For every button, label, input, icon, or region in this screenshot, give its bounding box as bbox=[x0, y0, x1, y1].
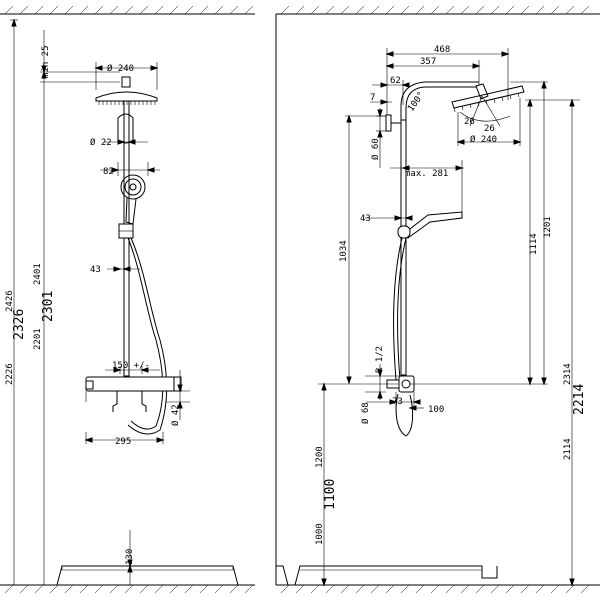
dim-mixer-width: 295 bbox=[115, 437, 131, 447]
left-floor bbox=[0, 565, 255, 594]
dim-2401: 2401 bbox=[33, 263, 43, 285]
dim-2214: 2214 bbox=[572, 384, 587, 415]
dim-1201: 1201 bbox=[543, 216, 553, 238]
dim-arm-total: 468 bbox=[434, 45, 450, 55]
dim-1200: 1200 bbox=[315, 446, 325, 468]
dim-1100: 1100 bbox=[323, 479, 338, 510]
dim-1034: 1034 bbox=[339, 240, 349, 262]
right-hand-shower bbox=[393, 211, 463, 437]
dim-2326: 2326 bbox=[12, 309, 27, 340]
dim-100: 100 bbox=[428, 405, 444, 415]
right-right-vdims bbox=[410, 80, 580, 587]
dim-thread: R 1/2 bbox=[375, 346, 385, 373]
dim-angle26b: 26 bbox=[484, 124, 495, 134]
right-floor bbox=[276, 565, 600, 594]
dim-arm-inner: 357 bbox=[420, 57, 436, 67]
dim-valve-dia: Ø 42 bbox=[170, 404, 181, 426]
dim-2114: 2114 bbox=[563, 438, 573, 460]
left-shower-head bbox=[94, 62, 159, 105]
left-hose bbox=[127, 237, 168, 435]
dim-bar-dist-right: 43 bbox=[360, 214, 371, 224]
dim-min25: min 25 bbox=[41, 45, 51, 78]
dim-head-dia: Ø 240 bbox=[107, 63, 134, 74]
dim-pipe-dia: Ø 22 bbox=[90, 137, 112, 148]
dim-valve-dia-right: Ø 68 bbox=[360, 402, 371, 424]
dim-head-dia-right: Ø 240 bbox=[470, 134, 497, 145]
left-ceiling bbox=[0, 5, 255, 15]
dim-offset62: 62 bbox=[390, 76, 401, 86]
left-view: min 25 2426 2326 2226 2401 2301 2201 Ø 2… bbox=[0, 5, 255, 594]
right-floor-vdims bbox=[318, 382, 398, 587]
right-left-vdims bbox=[345, 108, 464, 385]
right-view: 468 357 62 7 100° 26 bbox=[275, 5, 600, 594]
dim-bar-dist: 43 bbox=[90, 265, 101, 275]
dim-2314: 2314 bbox=[563, 363, 573, 385]
left-mixer bbox=[84, 366, 190, 444]
dim-2201: 2201 bbox=[33, 328, 43, 350]
left-hand-shower bbox=[100, 162, 160, 239]
right-riser bbox=[385, 81, 479, 376]
left-floor-gap-dim bbox=[127, 530, 133, 585]
dim-2301: 2301 bbox=[41, 291, 56, 322]
dim-wall7: 7 bbox=[370, 93, 375, 103]
dim-hand-dist: 82 bbox=[103, 167, 114, 177]
right-ceiling bbox=[276, 5, 600, 15]
left-bar-dist-dim bbox=[107, 266, 140, 272]
dim-2426: 2426 bbox=[5, 290, 15, 312]
dim-1114: 1114 bbox=[529, 233, 539, 255]
dim-wall-dia: Ø 60 bbox=[370, 138, 381, 160]
dim-max-reach: max. 281 bbox=[405, 169, 448, 179]
dim-2226: 2226 bbox=[5, 363, 15, 385]
right-shower-head bbox=[451, 83, 525, 146]
dim-73: 73 bbox=[392, 397, 403, 407]
dim-angle26a: 26 bbox=[464, 117, 475, 127]
dim-floor-gap: 130 bbox=[125, 549, 135, 565]
dim-inlet: 150 +/- bbox=[112, 361, 150, 371]
right-arm-dims bbox=[370, 48, 510, 118]
left-height-dims bbox=[10, 18, 120, 585]
dim-1000: 1000 bbox=[315, 523, 325, 545]
